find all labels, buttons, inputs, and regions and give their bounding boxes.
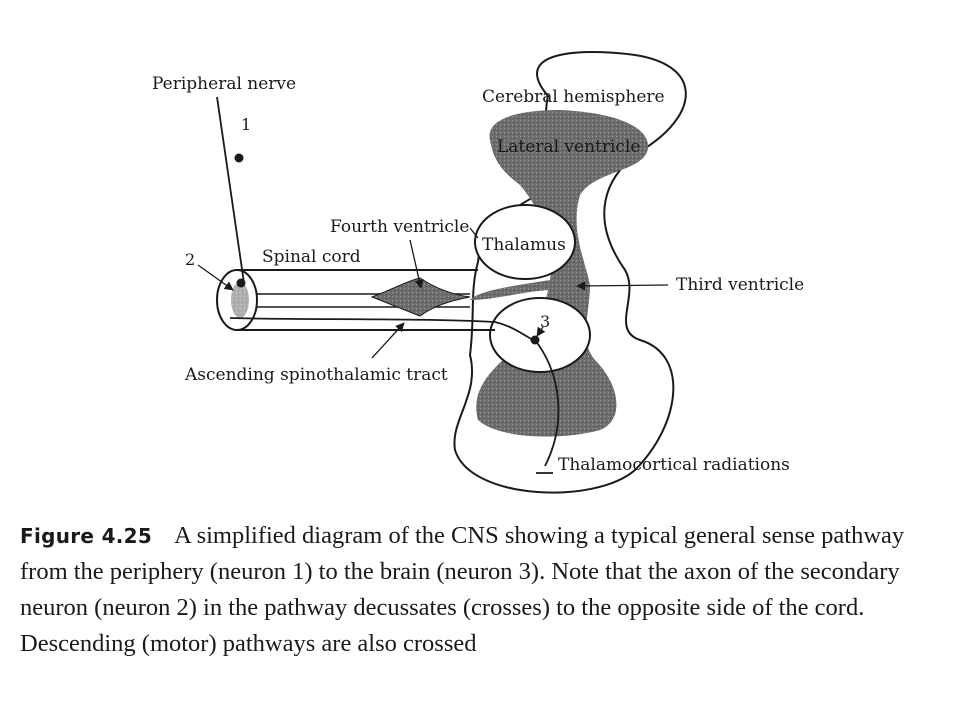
fourth-ventricle-shape bbox=[370, 277, 471, 317]
third-ventricle-pointer bbox=[576, 281, 669, 291]
neuron-2-cell-body bbox=[236, 278, 246, 288]
fourth-ventricle-pointer-2 bbox=[469, 227, 479, 239]
neuron-2-number: 2 bbox=[185, 250, 195, 269]
neuron-3-pointer bbox=[536, 326, 546, 337]
label-thalamus: Thalamus bbox=[482, 235, 566, 255]
lower-thalamus-oval bbox=[489, 297, 591, 373]
label-ascending-tract: Ascending spinothalamic tract bbox=[184, 365, 448, 385]
caption-text: A simplified diagram of the CNS showing … bbox=[20, 522, 905, 657]
figure-label: Figure 4.25 bbox=[20, 524, 153, 548]
neuron-1-cell-body bbox=[234, 153, 244, 163]
neuron-1-number: 1 bbox=[241, 115, 251, 134]
label-thalamocortical: Thalamocortical radiations bbox=[558, 455, 790, 475]
label-cerebral-hemisphere: Cerebral hemisphere bbox=[482, 87, 665, 107]
thalamocortical-radiation-line bbox=[534, 339, 560, 467]
label-spinal-cord: Spinal cord bbox=[262, 247, 361, 267]
grey-matter-section bbox=[231, 282, 249, 318]
label-peripheral-nerve: Peripheral nerve bbox=[152, 74, 296, 94]
label-fourth-ventricle: Fourth ventricle bbox=[330, 217, 469, 237]
neuron-3-number: 3 bbox=[540, 312, 550, 331]
peripheral-nerve-fiber bbox=[216, 96, 245, 284]
neuron-2-pointer bbox=[197, 264, 234, 291]
fourth-ventricle-pointer bbox=[409, 239, 424, 289]
label-third-ventricle: Third ventricle bbox=[676, 275, 804, 295]
label-lateral-ventricle: Lateral ventricle bbox=[497, 137, 640, 157]
thalamus-oval bbox=[474, 204, 576, 280]
ascending-tract-pointer bbox=[371, 322, 405, 359]
spinothalamic-tract-line bbox=[229, 317, 534, 341]
